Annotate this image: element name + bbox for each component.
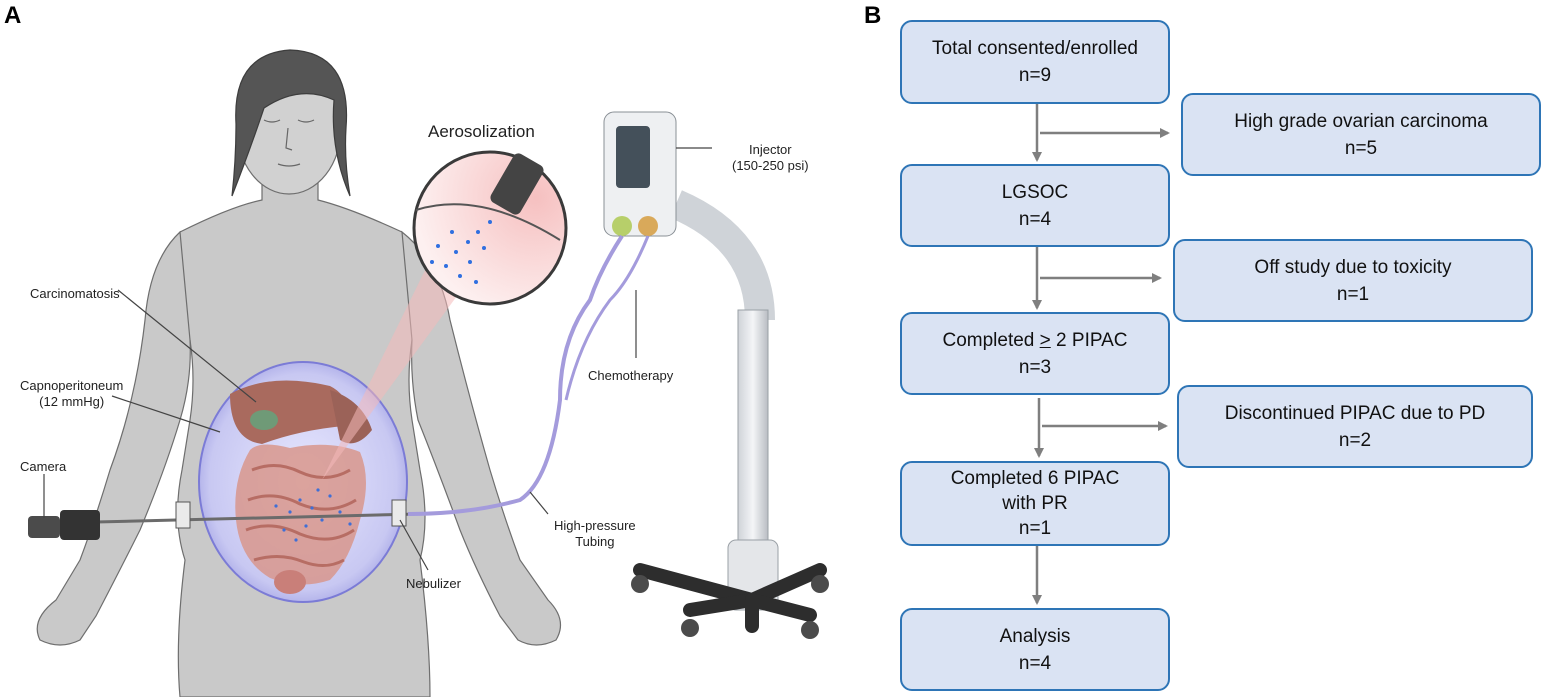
flow-box-text: LGSOC (1001, 181, 1069, 203)
flow-box-text: High grade ovarian carcinoma (1234, 110, 1488, 132)
nebulizer-label: Nebulizer (406, 576, 461, 591)
panel-b-label: B (864, 2, 882, 29)
camera-device (28, 510, 100, 540)
flow-box-count: n=4 (1018, 652, 1052, 674)
capnoperitoneum-label-line1: Capnoperitoneum (20, 378, 124, 393)
flow-box-completed-2-pipac: Completed > 2 PIPAC n=3 (900, 312, 1170, 395)
flow-box-count: n=2 (1338, 429, 1372, 451)
nebulizer-nozzle-icon (490, 153, 544, 215)
chemotherapy-label: Chemotherapy (588, 368, 674, 383)
panel-a-label: A (4, 2, 22, 29)
tubing-label-line2: Tubing (575, 534, 615, 549)
camera-label: Camera (20, 459, 67, 474)
aerosol-dots-abdomen (274, 488, 352, 542)
flow-box-text: Analysis (999, 625, 1071, 647)
flow-box-count: n=9 (1018, 65, 1052, 86)
carcinomatosis-label: Carcinomatosis (30, 286, 120, 301)
trocar-left (175, 501, 191, 529)
flow-box-text: Completed 6 PIPAC (950, 468, 1120, 489)
aerosol-spray (430, 220, 492, 284)
flow-box-text: Discontinued PIPAC due to PD (1224, 402, 1486, 424)
flow-box-count: n=5 (1344, 137, 1378, 159)
flow-box-count: n=1 (1336, 283, 1370, 305)
flow-box-text: Completed > 2 PIPAC (942, 329, 1128, 351)
flow-box-text: with PR (1002, 493, 1068, 514)
flow-box-count: n=4 (1018, 208, 1052, 230)
aerosolization-title: Aerosolization (428, 122, 535, 141)
flow-box-analysis: Analysis n=4 (900, 608, 1170, 691)
injector-label: Injector (150-250 psi) (732, 142, 809, 174)
flow-box-high-grade-ovarian: High grade ovarian carcinoma n=5 (1181, 93, 1541, 176)
injector-label-line2: (150-250 psi) (732, 158, 809, 173)
flow-box-discontinued-pd: Discontinued PIPAC due to PD n=2 (1177, 385, 1533, 468)
injector-stand (603, 111, 829, 639)
flow-box-total-enrolled: Total consented/enrolled n=9 (900, 20, 1170, 104)
flow-box-off-study-toxicity: Off study due to toxicity n=1 (1173, 239, 1533, 322)
pipac-illustration (28, 49, 829, 697)
abdominal-organs (230, 380, 372, 594)
flow-box-text: Off study due to toxicity (1254, 256, 1452, 278)
flow-box-text: Total consented/enrolled (932, 38, 1138, 59)
capnoperitoneum-label: Capnoperitoneum (12 mmHg) (20, 378, 123, 410)
high-pressure-tubing (407, 234, 624, 516)
flow-box-count: n=3 (1018, 356, 1052, 378)
tubing-label: High-pressure Tubing (554, 518, 636, 550)
trocar-right (391, 499, 407, 527)
face-details (263, 119, 315, 167)
capnoperitoneum-label-line2: (12 mmHg) (39, 394, 105, 409)
injector-label-line1: Injector (748, 142, 792, 157)
trocar-shaft (95, 512, 419, 524)
flow-box-count: n=1 (1018, 518, 1052, 539)
flow-box-lgsoc: LGSOC n=4 (900, 164, 1170, 247)
flow-box-completed-6-pipac: Completed 6 PIPAC with PR n=1 (900, 461, 1170, 546)
tubing-label-line1: High-pressure (554, 518, 636, 533)
